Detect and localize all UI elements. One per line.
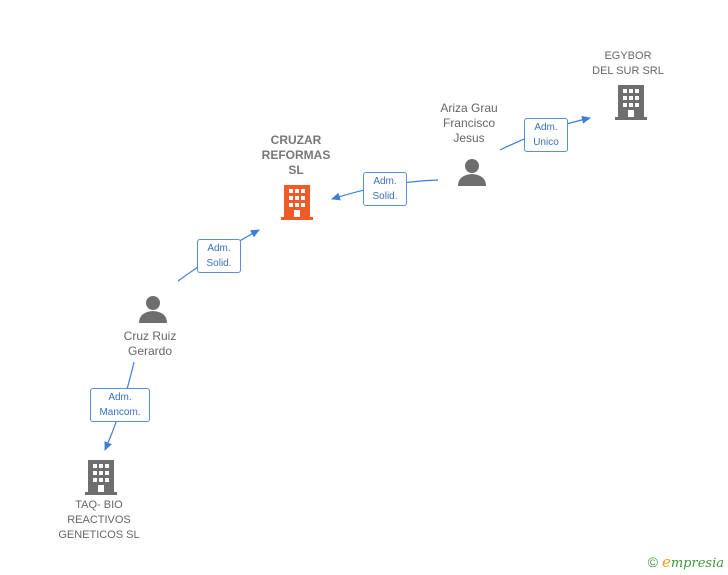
edge-label-cruz-taq[interactable]: Adm. Mancom. <box>90 388 150 422</box>
brand-initial: e <box>661 553 671 571</box>
edge-role-line: Solid. <box>206 258 232 269</box>
person-name-line: Jesus <box>453 131 485 145</box>
person-name-line: Gerardo <box>127 344 173 358</box>
person-icon[interactable] <box>138 294 168 324</box>
company-name-line: GENETICOS SL <box>58 529 140 541</box>
edge-role-line: Adm. <box>373 176 397 187</box>
person-name-line: Francisco <box>442 116 495 130</box>
company-label-cruzar[interactable]: CRUZAR REFORMAS SL <box>246 133 346 178</box>
person-name-line: Cruz Ruiz <box>123 329 177 343</box>
edge-role-line: Adm. <box>534 122 558 133</box>
edge-role-line: Unico <box>533 137 559 148</box>
edge-role-line: Adm. <box>207 243 231 254</box>
edge-role-line: Adm. <box>108 392 132 403</box>
edge-label-cruz-cruzar[interactable]: Adm. Solid. <box>197 239 241 273</box>
edge-role-line: Mancom. <box>99 407 141 418</box>
company-name-line: REFORMAS <box>261 148 331 162</box>
edge-label-ariza-cruzar[interactable]: Adm. Solid. <box>363 172 407 206</box>
building-icon[interactable] <box>615 84 647 120</box>
company-name-line: DEL SUR SRL <box>592 65 664 77</box>
edge-role-line: Solid. <box>372 191 398 202</box>
edge-label-ariza-egybor[interactable]: Adm. Unico <box>524 118 568 152</box>
company-name-line: REACTIVOS <box>67 514 131 526</box>
building-icon[interactable] <box>281 184 313 220</box>
company-label-egybor[interactable]: EGYBOR DEL SUR SRL <box>578 49 678 79</box>
person-label-ariza[interactable]: Ariza Grau Francisco Jesus <box>419 101 519 146</box>
person-label-cruz[interactable]: Cruz Ruiz Gerardo <box>100 329 200 359</box>
company-name-line: EGYBOR <box>604 50 652 62</box>
company-name-line: TAQ- BIO <box>75 499 123 511</box>
person-name-line: Ariza Grau <box>440 101 498 115</box>
copyright-symbol: © <box>647 554 658 570</box>
company-name-line: CRUZAR <box>270 133 322 147</box>
empresia-logo[interactable]: ©empresia <box>648 553 724 571</box>
building-icon[interactable] <box>85 459 117 495</box>
company-label-taq[interactable]: TAQ- BIO REACTIVOS GENETICOS SL <box>44 498 154 543</box>
company-name-line: SL <box>288 163 304 177</box>
person-icon[interactable] <box>457 157 487 187</box>
brand-name: mpresia <box>670 556 724 571</box>
